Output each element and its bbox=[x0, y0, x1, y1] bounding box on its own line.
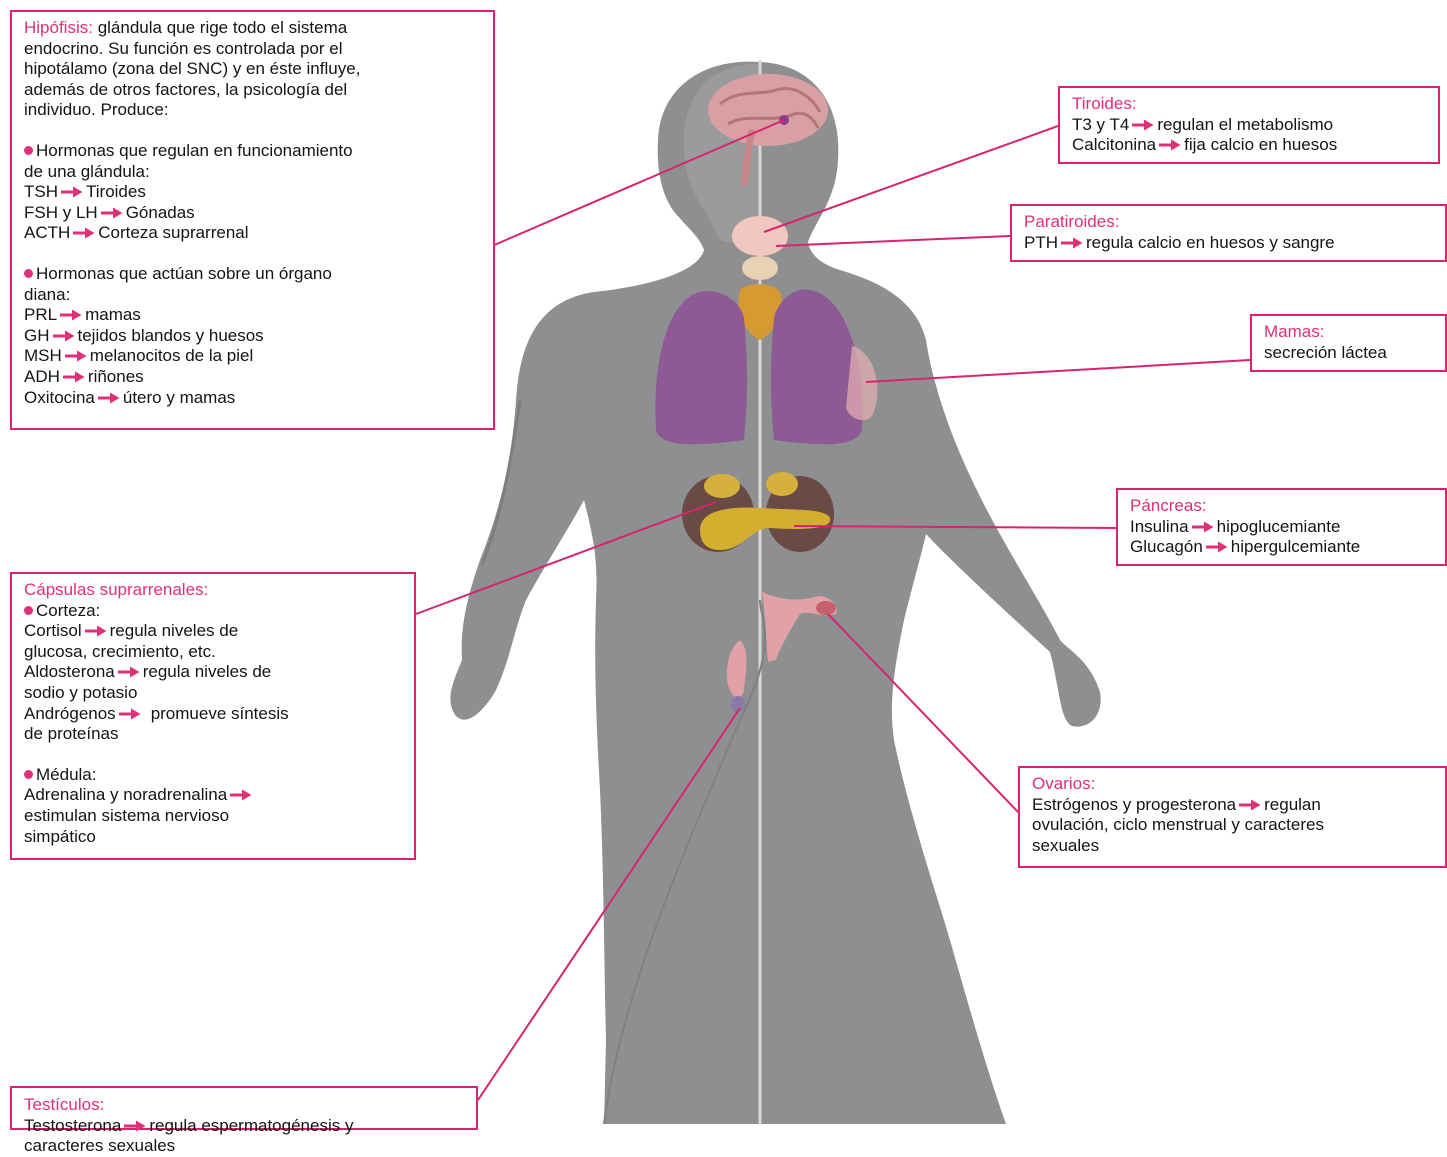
arrow-icon bbox=[1061, 237, 1083, 249]
hipofisis-intro: endocrino. Su función es controlada por … bbox=[24, 39, 481, 60]
arrow-icon bbox=[1159, 139, 1181, 151]
hipofisis-title: Hipófisis: bbox=[24, 18, 93, 37]
bullet-icon bbox=[24, 269, 33, 278]
arrow-icon bbox=[61, 186, 83, 198]
arrow-icon bbox=[124, 1120, 146, 1132]
arrow-icon bbox=[1239, 799, 1261, 811]
arrow-icon bbox=[98, 392, 120, 404]
bullet-icon bbox=[24, 770, 33, 779]
hormone-row-continuation: caracteres sexuales bbox=[24, 1136, 464, 1157]
arrow-icon bbox=[1192, 521, 1214, 533]
arrow-icon bbox=[85, 625, 107, 637]
tiroides-title: Tiroides: bbox=[1072, 94, 1426, 115]
capsulas-suprarrenales-box: Cápsulas suprarrenales: Corteza: Cortiso… bbox=[10, 572, 416, 860]
arrow-icon bbox=[63, 371, 85, 383]
arrow-icon bbox=[73, 227, 95, 239]
arrow-icon bbox=[53, 330, 75, 342]
capsulas-title: Cápsulas suprarrenales: bbox=[24, 580, 402, 601]
hormone-row-continuation: estimulan sistema nervioso bbox=[24, 806, 402, 827]
medula-heading: Médula: bbox=[36, 765, 96, 784]
hormone-group-heading: diana: bbox=[24, 285, 481, 306]
hormone-row-continuation: sexuales bbox=[1032, 836, 1433, 857]
paratiroides-title: Paratiroides: bbox=[1024, 212, 1433, 233]
hormone-group-heading: Hormonas que regulan en funcionamiento bbox=[36, 141, 353, 160]
pancreas-title: Páncreas: bbox=[1130, 496, 1433, 517]
hormone-group-heading: de una glándula: bbox=[24, 162, 481, 183]
corteza-heading: Corteza: bbox=[36, 601, 100, 620]
hormone-row: Adrenalina y noradrenalina bbox=[24, 785, 402, 806]
hormone-group-heading: Hormonas que actúan sobre un órgano bbox=[36, 264, 332, 283]
testiculos-title: Testículos: bbox=[24, 1095, 464, 1116]
arrow-icon bbox=[101, 207, 123, 219]
hipofisis-intro: hipotálamo (zona del SNC) y en éste infl… bbox=[24, 59, 481, 80]
hormone-row-continuation: glucosa, crecimiento, etc. bbox=[24, 642, 402, 663]
arrow-icon bbox=[230, 789, 252, 801]
ovarios-title: Ovarios: bbox=[1032, 774, 1433, 795]
arrow-icon bbox=[1206, 541, 1228, 553]
hormone-row-continuation: simpático bbox=[24, 827, 402, 848]
arrow-icon bbox=[65, 350, 87, 362]
mamas-box: Mamas: secreción láctea bbox=[1250, 314, 1447, 372]
hipofisis-intro: individuo. Produce: bbox=[24, 100, 481, 121]
hipofisis-intro: además de otros factores, la psicología … bbox=[24, 80, 481, 101]
arrow-icon bbox=[60, 309, 82, 321]
mamas-title: Mamas: bbox=[1264, 322, 1433, 343]
bullet-icon bbox=[24, 146, 33, 155]
leader-line-paratiroides bbox=[776, 236, 1010, 246]
hormone-row-continuation: de proteínas bbox=[24, 724, 402, 745]
hipofisis-box: Hipófisis: glándula que rige todo el sis… bbox=[10, 10, 495, 430]
bullet-icon bbox=[24, 606, 33, 615]
mamas-description: secreción láctea bbox=[1264, 343, 1433, 364]
arrow-icon bbox=[1132, 119, 1154, 131]
arrow-icon bbox=[118, 666, 140, 678]
hormone-row-continuation: sodio y potasio bbox=[24, 683, 402, 704]
hormone-row-continuation: ovulación, ciclo menstrual y caracteres bbox=[1032, 815, 1433, 836]
hipofisis-intro: glándula que rige todo el sistema bbox=[93, 18, 347, 37]
arrow-icon bbox=[119, 708, 141, 720]
